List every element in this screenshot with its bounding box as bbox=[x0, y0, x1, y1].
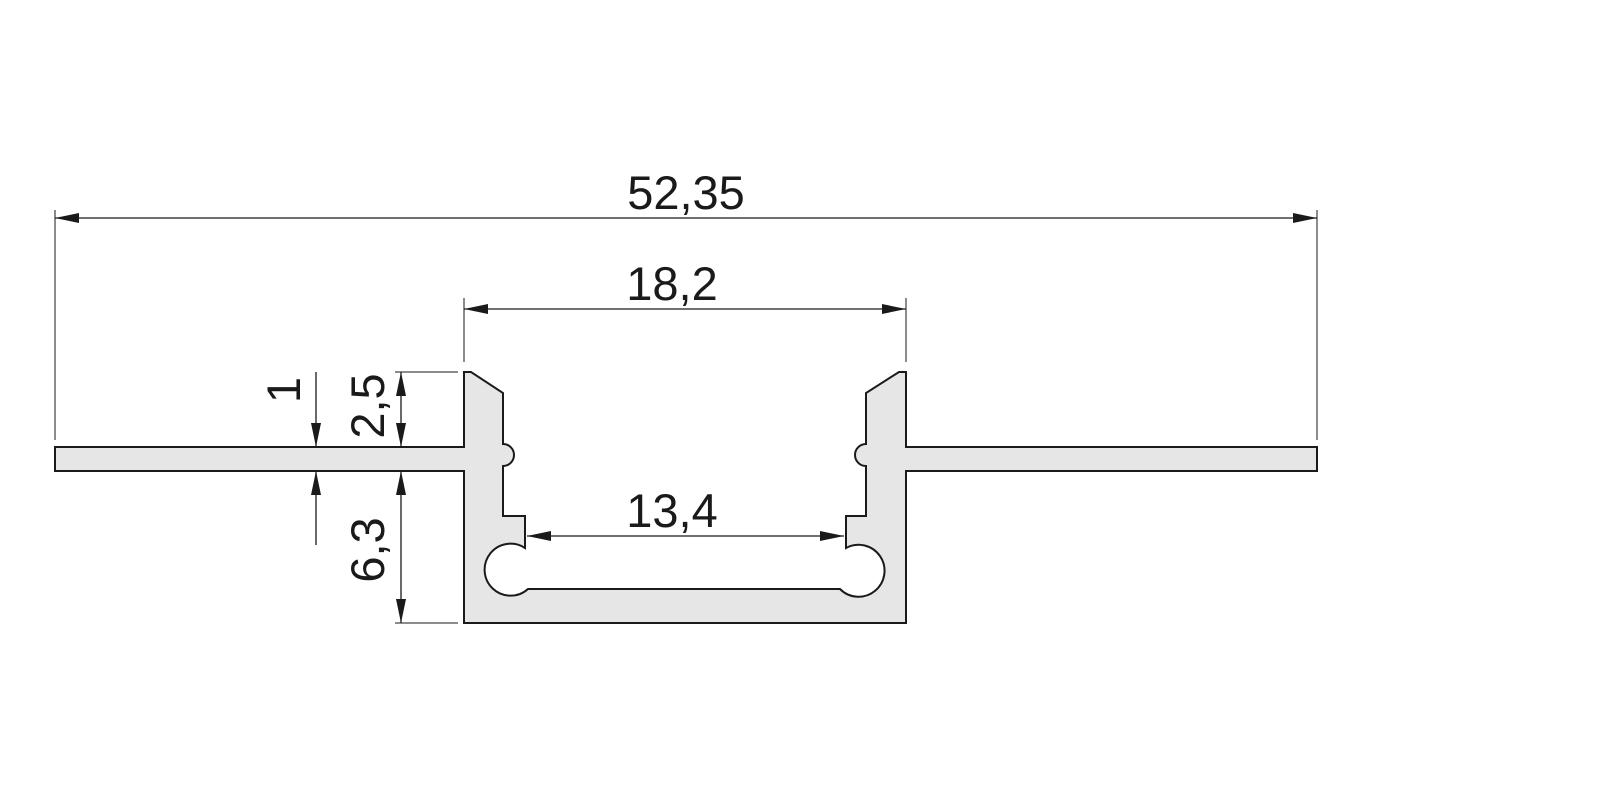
dimension-label-channel-inner-width: 13,4 bbox=[626, 484, 717, 537]
dimension-channel-depth: 6,3 bbox=[341, 471, 458, 624]
aluminium-profile-cross-section bbox=[54, 371, 1318, 624]
dimension-label-overall-width: 52,35 bbox=[627, 166, 745, 219]
dimension-wall-height: 2,5 bbox=[341, 371, 458, 447]
dimension-flange-thickness: 1 bbox=[257, 372, 321, 545]
dimension-label-channel-depth: 6,3 bbox=[341, 517, 394, 582]
dimension-label-channel-outer-width: 18,2 bbox=[626, 257, 717, 310]
dimension-label-flange-thickness: 1 bbox=[257, 377, 310, 403]
dimension-channel-outer-width: 18,2 bbox=[463, 257, 907, 362]
dimension-channel-inner-width: 13,4 bbox=[527, 484, 844, 541]
dimension-overall-width: 52,35 bbox=[54, 166, 1318, 440]
dimension-label-wall-height: 2,5 bbox=[341, 373, 394, 438]
